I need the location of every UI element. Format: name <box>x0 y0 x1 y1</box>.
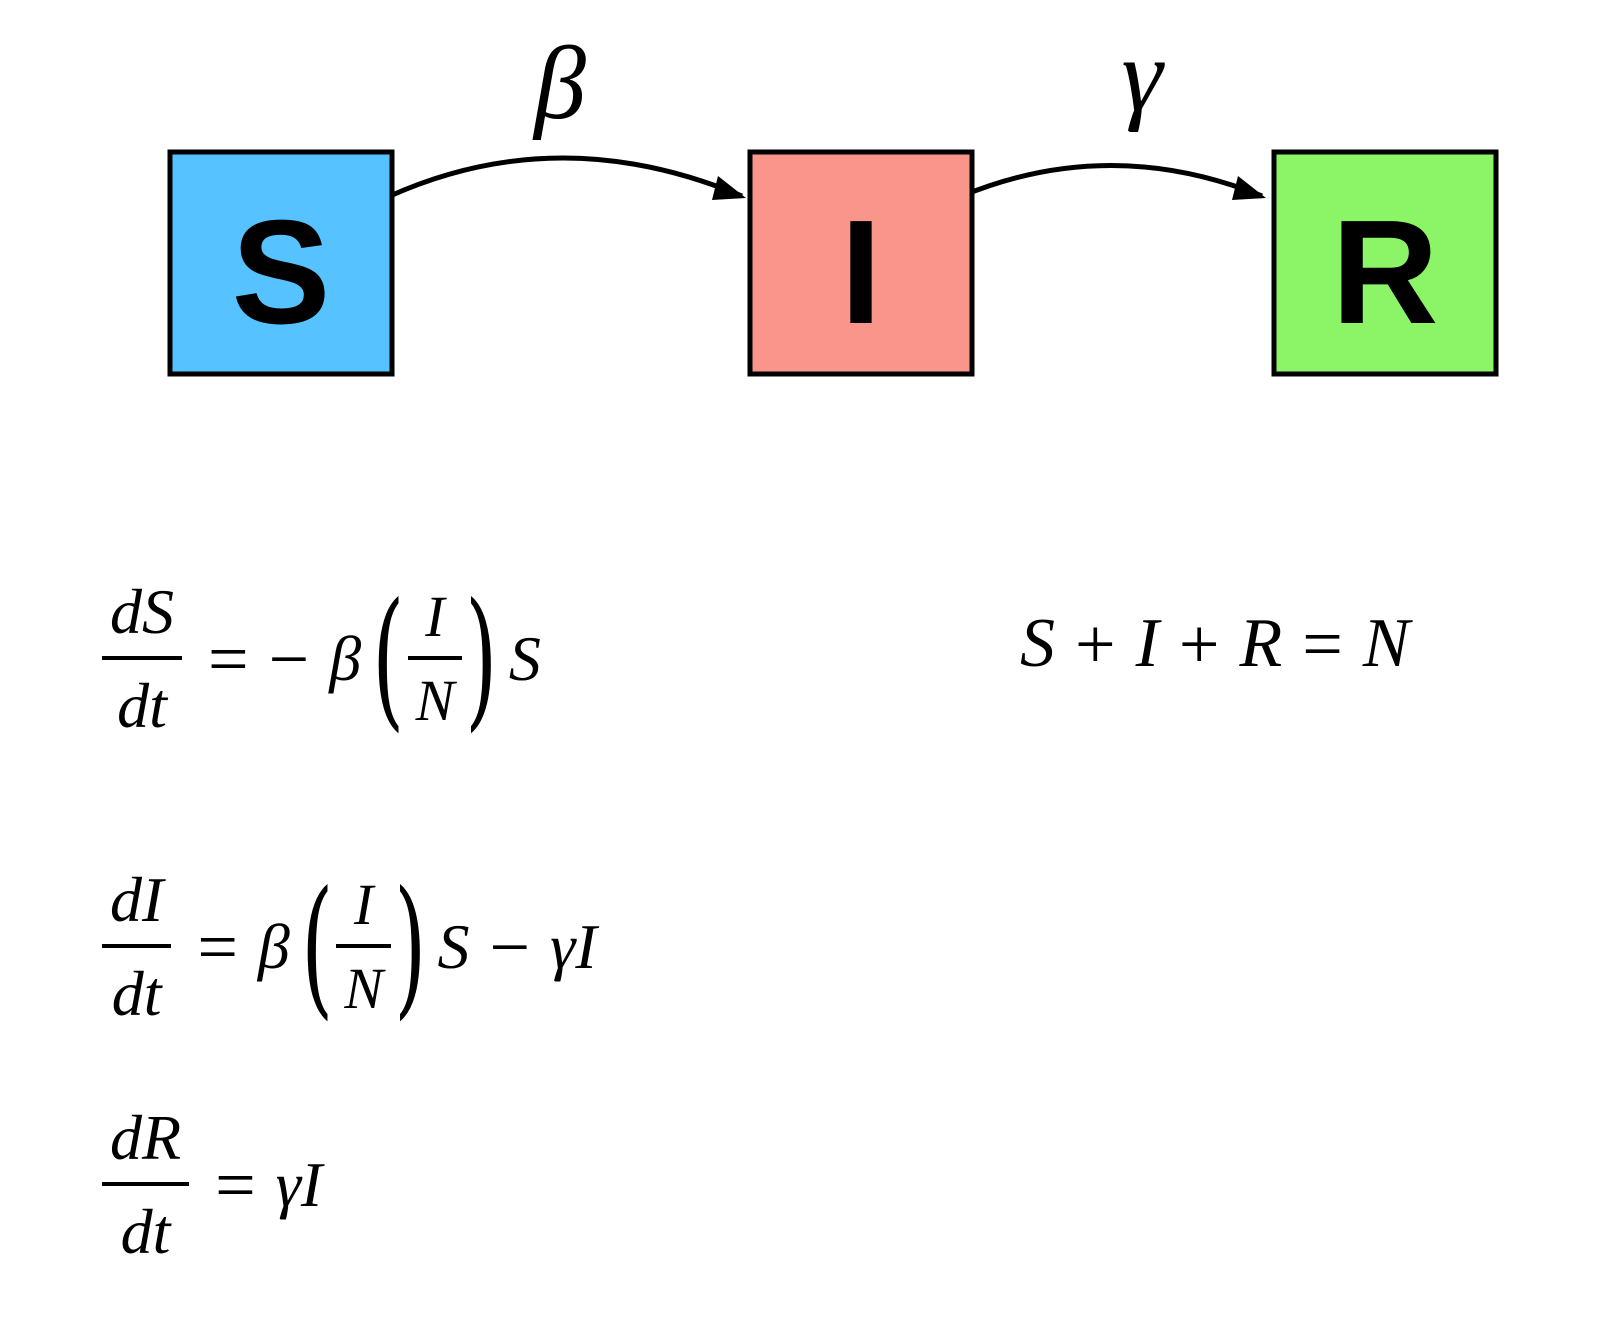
equals-sign: = <box>1302 604 1343 684</box>
n-denominator: N <box>344 956 384 1021</box>
node-infected: I <box>747 149 975 377</box>
dr-dt-fraction: dR dt <box>102 1102 190 1267</box>
node-recovered-label: R <box>1332 190 1439 355</box>
gamma-i-term: γI <box>550 911 597 982</box>
ds-dt-fraction: dS dt <box>102 580 182 738</box>
di-numerator: dI <box>110 864 164 935</box>
n-variable: N <box>1362 605 1410 682</box>
edge-s-to-i-label: β <box>532 26 586 141</box>
node-susceptible: S <box>167 149 395 377</box>
ds-numerator: dS <box>110 576 174 647</box>
fraction-bar <box>102 656 182 660</box>
minus-sign: − <box>268 619 310 699</box>
sir-flow-diagram: β γ S I R <box>167 18 1499 377</box>
edge-i-to-r-label: γ <box>1122 18 1166 133</box>
di-dt-fraction: dI dt <box>102 864 172 1029</box>
equation-di-dt: dI dt = β ( I N ) S − γI <box>96 868 597 1026</box>
fraction-bar <box>336 944 392 948</box>
fraction-bar <box>407 656 463 660</box>
equation-ds-dt: dS dt = − β ( I N ) S <box>96 580 541 738</box>
edge-i-to-r-arrowhead <box>1232 176 1266 200</box>
edge-i-to-r-arrow <box>961 163 1263 199</box>
dr-numerator: dR <box>110 1102 182 1173</box>
equals-sign: = <box>197 907 238 987</box>
node-infected-label: I <box>840 190 881 355</box>
plus-sign: + <box>1075 604 1116 684</box>
equals-sign: = <box>208 619 249 699</box>
i-numerator: I <box>354 872 374 937</box>
ds-denominator: dt <box>117 670 167 741</box>
left-paren: ( <box>300 860 334 1034</box>
i-over-n-fraction: I N <box>336 872 392 1021</box>
node-susceptible-label: S <box>232 190 331 355</box>
beta-symbol: β <box>329 623 362 694</box>
right-paren: ) <box>465 572 498 746</box>
edge-s-to-i-arrow <box>388 155 743 199</box>
node-recovered: R <box>1271 149 1499 377</box>
beta-symbol: β <box>257 911 290 982</box>
fraction-bar <box>102 944 172 948</box>
s-variable: S <box>437 911 470 982</box>
equals-sign: = <box>215 1145 256 1225</box>
minus-sign: − <box>489 907 531 987</box>
edge-s-to-i-arrowhead <box>712 176 746 200</box>
plus-sign: + <box>1178 604 1220 684</box>
right-paren: ) <box>394 860 427 1034</box>
dr-denominator: dt <box>120 1196 171 1267</box>
s-variable: S <box>508 623 541 694</box>
di-denominator: dt <box>111 958 162 1029</box>
equation-dr-dt: dR dt = γI <box>96 1106 322 1264</box>
left-paren: ( <box>372 572 405 746</box>
equation-population-total: S + I + R = N <box>1020 608 1410 680</box>
s-variable: S <box>1020 605 1055 682</box>
n-denominator: N <box>415 668 455 733</box>
i-over-n-fraction: I N <box>407 584 463 733</box>
i-numerator: I <box>425 584 445 649</box>
fraction-bar <box>102 1182 190 1186</box>
gamma-i-term: γI <box>275 1149 323 1220</box>
r-variable: R <box>1239 605 1283 682</box>
i-variable: I <box>1135 605 1159 682</box>
